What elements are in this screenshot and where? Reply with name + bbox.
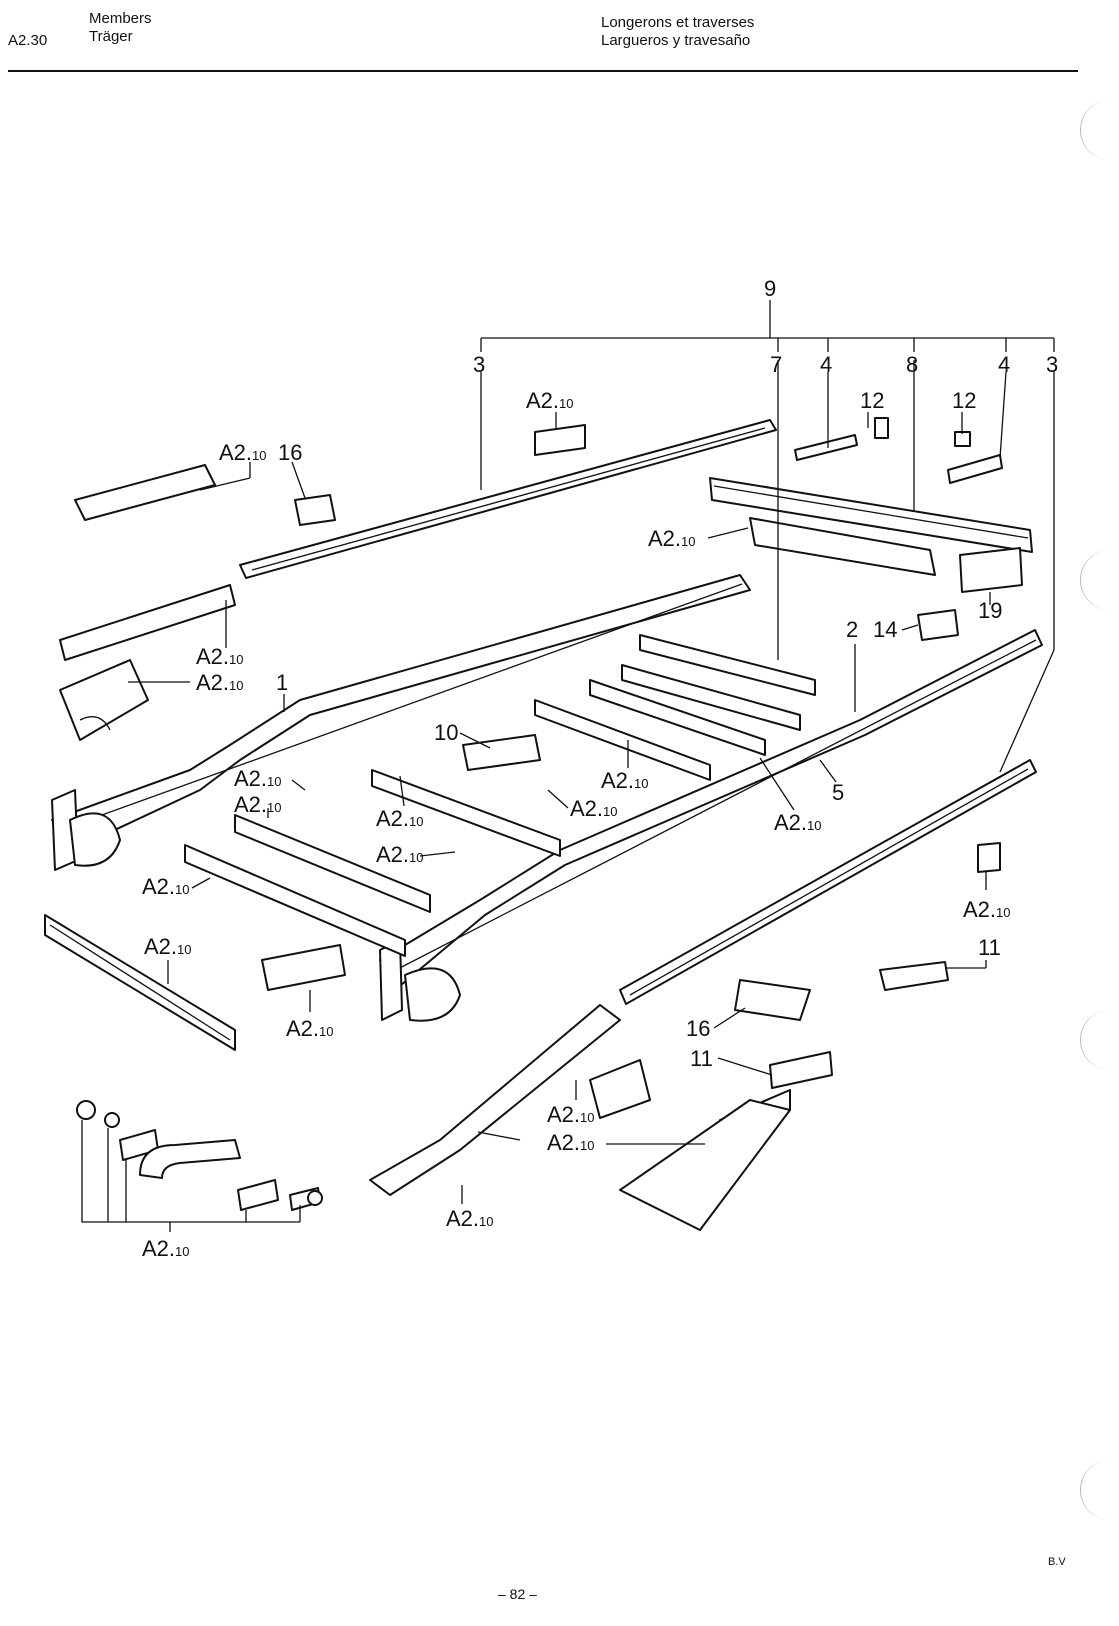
- ref-label: A2.10: [376, 842, 424, 867]
- callout-3: 3: [1046, 352, 1058, 377]
- ref-label: A2.10: [219, 440, 267, 465]
- part-small-plates: [59, 417, 1003, 991]
- leader-lines: [128, 371, 1007, 1204]
- callout-9: 9: [764, 276, 776, 301]
- binder-tab-mark: [1080, 550, 1119, 610]
- part-mid-crossmembers: [44, 769, 561, 1051]
- callout-12: 12: [860, 388, 884, 413]
- title-english: Members: [89, 10, 152, 27]
- ref-label: A2.10: [196, 670, 244, 695]
- callout-16: 16: [278, 440, 302, 465]
- part-side-member-2: [379, 629, 1043, 1022]
- footer-note: B.V: [1048, 1556, 1066, 1568]
- ref-label: A2.10: [526, 388, 574, 413]
- ref-label: A2.10: [142, 874, 190, 899]
- binder-tab-mark: [1080, 1010, 1119, 1070]
- callout-1: 1: [276, 670, 288, 695]
- binder-tab-mark: [1080, 100, 1119, 160]
- ref-label: A2.10: [142, 1236, 190, 1261]
- ref-label: A2.10: [144, 934, 192, 959]
- header-rule: [8, 70, 1078, 72]
- ref-label: A2.10: [547, 1130, 595, 1155]
- callout-9-bracket: [480, 300, 1055, 352]
- callout-16: 16: [686, 1016, 710, 1041]
- callout-11: 11: [978, 935, 1001, 960]
- binder-tab-mark: [1080, 1460, 1119, 1520]
- part-lower-assemblies: [369, 842, 1001, 1231]
- callout-14: 14: [873, 617, 897, 642]
- part-side-member-1: [51, 574, 751, 871]
- part-rail-top: [239, 372, 777, 579]
- callout-4: 4: [820, 352, 832, 377]
- ref-label: A2.10: [601, 768, 649, 793]
- ref-label: A2.10: [234, 792, 282, 817]
- ref-label: A2.10: [446, 1206, 494, 1231]
- ref-label: A2.10: [570, 796, 618, 821]
- title-german: Träger: [89, 28, 133, 45]
- ref-label: A2.10: [286, 1016, 334, 1041]
- callout-2: 2: [846, 617, 858, 642]
- ref-label: A2.10: [376, 806, 424, 831]
- callout-8: 8: [906, 352, 918, 377]
- title-french: Longerons et traverses: [601, 14, 755, 31]
- ref-label: A2.10: [648, 526, 696, 551]
- ref-label: A2.10: [234, 766, 282, 791]
- ref-label: A2.10: [963, 897, 1011, 922]
- part-towing-kit: [76, 1100, 323, 1232]
- ref-label: A2.10: [196, 644, 244, 669]
- part-rail-bottom: [619, 372, 1055, 1005]
- title-spanish: Largueros y travesaño: [601, 32, 751, 49]
- part-crossmember-stack: [534, 360, 816, 781]
- callout-5: 5: [832, 780, 844, 805]
- ref-label: A2.10: [774, 810, 822, 835]
- callout-3: 3: [473, 352, 485, 377]
- part-crossmember-8: [709, 360, 1033, 605]
- reference-labels: A2.10 A2.10 A2.10 A2.10 A2.10 A2.10 A2.1…: [142, 388, 1011, 1261]
- callout-19: 19: [978, 598, 1002, 623]
- callout-10: 10: [434, 720, 458, 745]
- callout-12: 12: [952, 388, 976, 413]
- section-code: A2.30: [8, 32, 48, 49]
- callout-7: 7: [770, 352, 782, 377]
- callout-labels: 9 3 7 4 8 4 3 12 12 16 19 2 14 1 10 5 11…: [276, 276, 1058, 1071]
- callout-11: 11: [690, 1046, 713, 1071]
- callout-4: 4: [998, 352, 1010, 377]
- page-number: – 82 –: [498, 1586, 537, 1602]
- ref-label: A2.10: [547, 1102, 595, 1127]
